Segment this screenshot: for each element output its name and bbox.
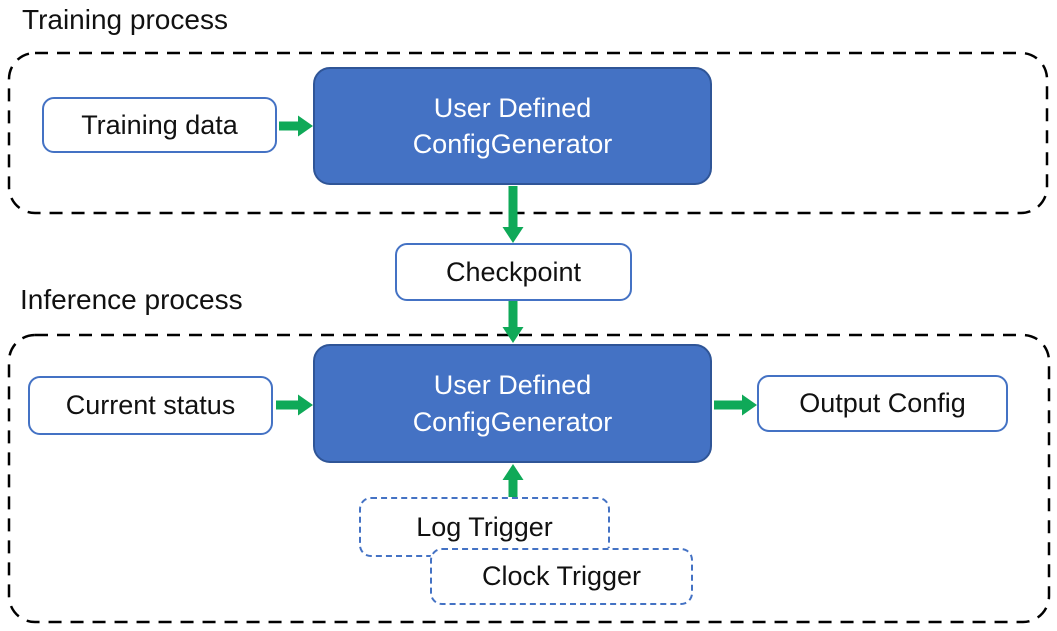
training-process-title: Training process xyxy=(22,4,228,35)
inference-config-generator-line1: User Defined xyxy=(433,370,592,401)
current-status-node: Current status xyxy=(28,376,273,435)
training-data-node: Training data xyxy=(42,97,277,153)
output-config-node: Output Config xyxy=(757,375,1008,432)
log-trigger-label: Log Trigger xyxy=(416,511,553,542)
inference-process-title: Inference process xyxy=(20,284,243,315)
clock-trigger-label: Clock Trigger xyxy=(481,561,642,591)
arrow-current-status-to-generator xyxy=(276,394,313,416)
output-config-label: Output Config xyxy=(799,388,966,418)
inference-config-generator-node: User Defined ConfigGenerator xyxy=(313,344,712,463)
current-status-label: Current status xyxy=(65,390,236,420)
arrow-training-data-to-generator xyxy=(279,115,313,137)
training-data-label: Training data xyxy=(81,109,238,140)
arrow-checkpoint-to-inference-generator xyxy=(502,301,524,343)
training-config-generator-label: User Defined ConfigGenerator xyxy=(413,90,613,163)
training-config-generator-line1: User Defined xyxy=(433,92,592,123)
arrow-log-trigger-to-generator xyxy=(502,464,524,497)
checkpoint-node: Checkpoint xyxy=(395,243,632,301)
training-config-generator-line2: ConfigGenerator xyxy=(412,129,613,159)
clock-trigger-node: Clock Trigger xyxy=(430,548,693,605)
arrow-generator-to-checkpoint xyxy=(502,186,524,243)
inference-config-generator-line2: ConfigGenerator xyxy=(412,406,613,437)
inference-config-generator-label: User Defined ConfigGenerator xyxy=(413,367,613,440)
arrow-generator-to-output-config xyxy=(714,394,757,416)
training-config-generator-node: User Defined ConfigGenerator xyxy=(313,67,712,185)
checkpoint-label: Checkpoint xyxy=(445,256,582,287)
